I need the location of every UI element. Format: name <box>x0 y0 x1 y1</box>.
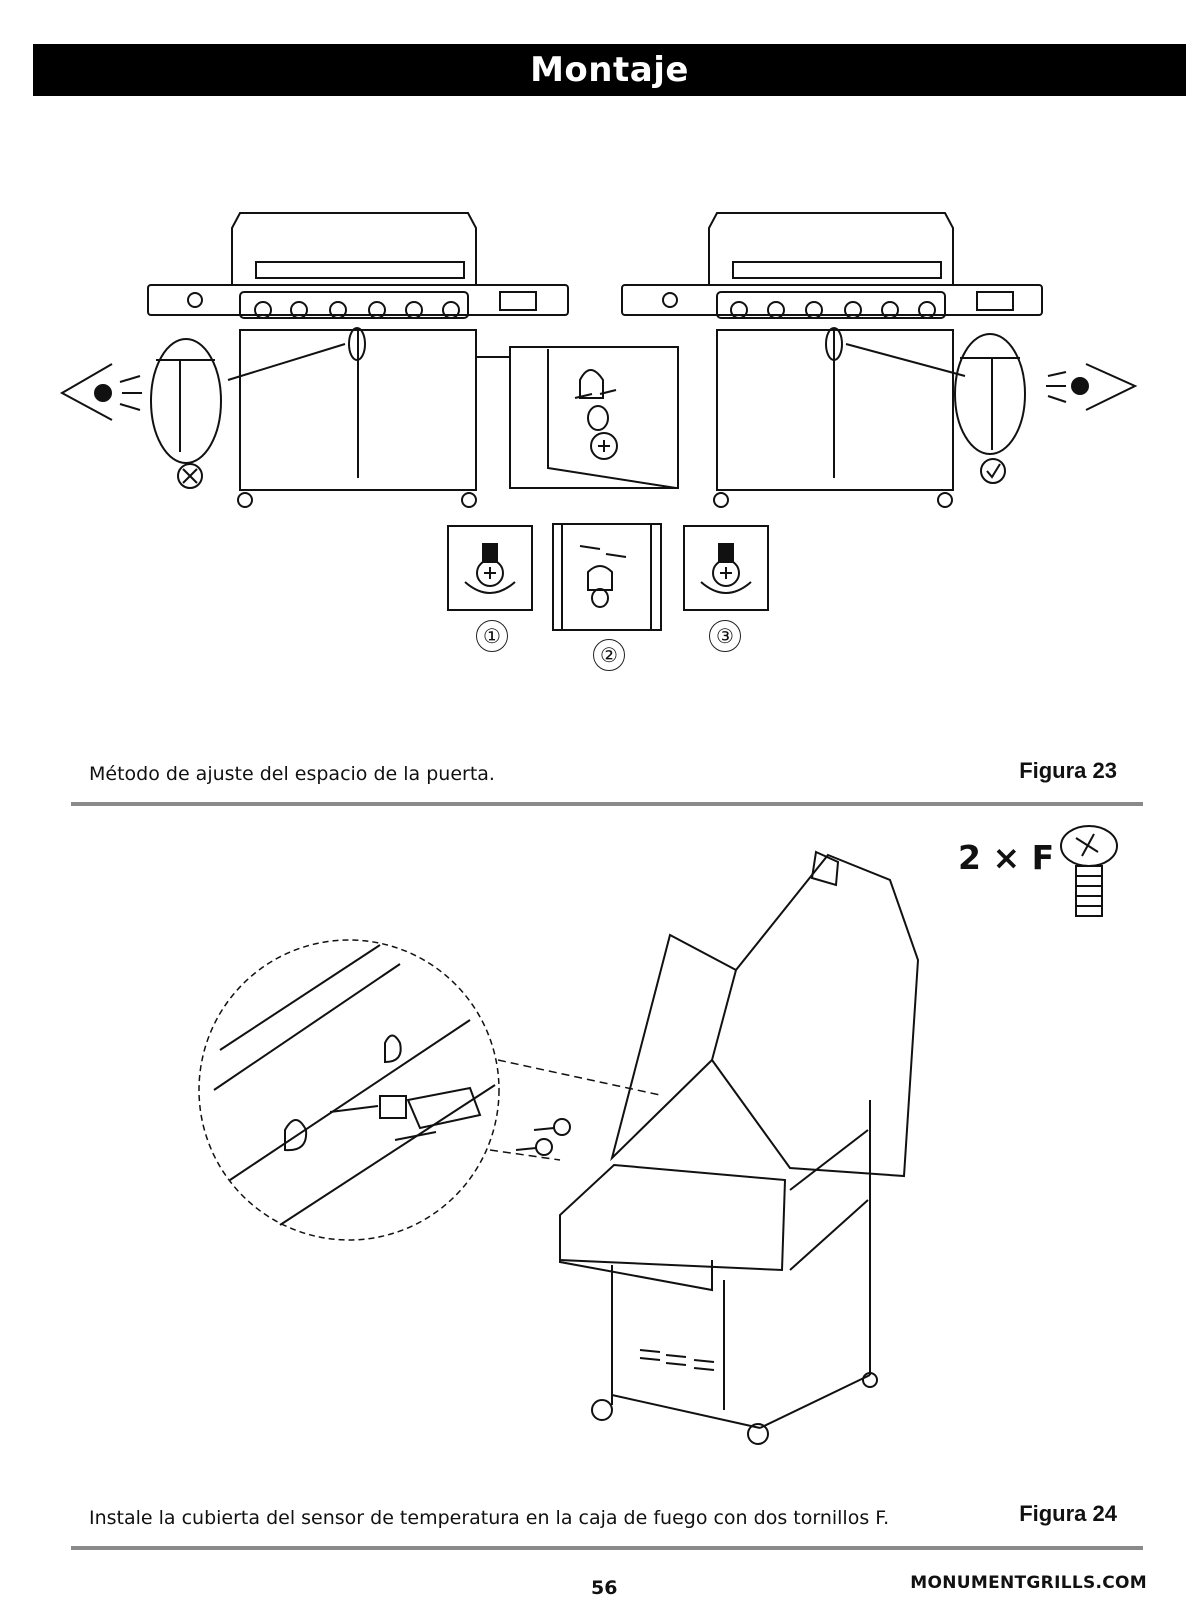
step-2-number: ② <box>593 639 625 671</box>
figure-23-caption: Método de ajuste del espacio de la puert… <box>89 763 495 785</box>
step-2-box <box>553 524 661 630</box>
step-1-box <box>448 526 532 610</box>
website-label: MONUMENTGRILLS.COM <box>910 1573 1147 1593</box>
divider-rule-bottom <box>71 1546 1143 1550</box>
screw-f-icon <box>1061 826 1117 916</box>
step-3-box <box>684 526 768 610</box>
figure-24-caption: Instale la cubierta del sensor de temper… <box>89 1507 889 1529</box>
figure-23-illustration <box>0 0 1201 800</box>
figure-23-label: Figura 23 <box>1019 758 1117 784</box>
grill-right-drawing <box>622 213 1135 507</box>
grill-left-drawing <box>62 213 568 507</box>
step-1-number: ① <box>476 620 508 652</box>
magnified-detail <box>199 940 660 1240</box>
hardware-quantity: 2 × F <box>958 838 1054 877</box>
step-3-number: ③ <box>709 620 741 652</box>
hinge-detail-drawing <box>476 347 678 488</box>
page-number: 56 <box>591 1577 617 1599</box>
figure-24-label: Figura 24 <box>1019 1501 1117 1527</box>
grill-perspective-drawing <box>560 852 918 1444</box>
divider-rule <box>71 802 1143 806</box>
